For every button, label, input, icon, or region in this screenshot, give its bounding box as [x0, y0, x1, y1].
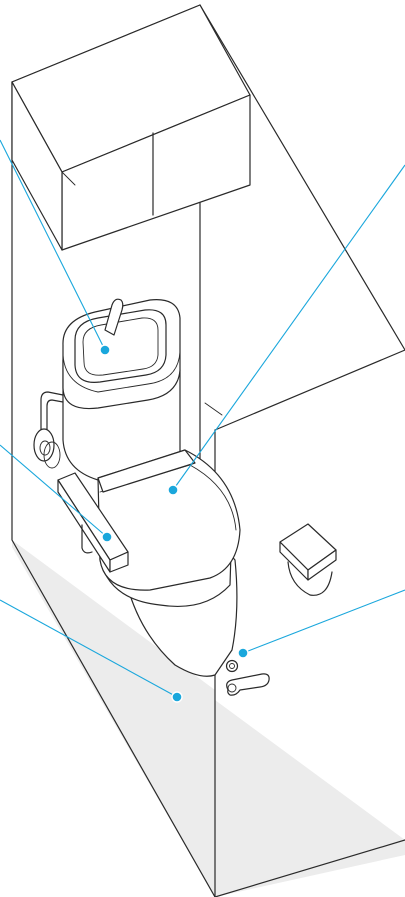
toilet-seat — [97, 449, 241, 591]
leader-door-lock — [242, 589, 405, 654]
toilet-paper-holder — [279, 523, 337, 596]
callout-dot-hand-wash-basin — [99, 344, 111, 356]
hand-wash-basin — [74, 298, 167, 383]
room-shell — [11, 4, 405, 897]
wall-cabinet — [11, 4, 251, 251]
callout-dot-grab-bar — [101, 531, 113, 543]
door-hardware — [225, 659, 270, 696]
callout-dots — [99, 344, 249, 703]
leader-floor — [0, 599, 178, 698]
front-wall-edge — [214, 349, 405, 431]
callout-dot-toilet-seat — [167, 484, 179, 496]
callout-dot-floor — [171, 691, 183, 703]
door-edge — [204, 402, 223, 416]
door-lock-knob — [225, 659, 239, 673]
left-wall-edge — [11, 81, 216, 897]
callout-dot-door-lock — [237, 647, 249, 659]
door-handle — [226, 673, 270, 696]
callout-leaders — [0, 139, 405, 698]
leader-grab-bar — [0, 444, 108, 538]
leader-toilet-seat — [172, 164, 405, 491]
leader-hand-wash-basin — [0, 139, 106, 351]
side-pipe — [33, 391, 64, 469]
toilet-tank — [33, 298, 181, 481]
front-floor-edge — [214, 839, 405, 897]
toilet-bowl — [97, 449, 241, 677]
